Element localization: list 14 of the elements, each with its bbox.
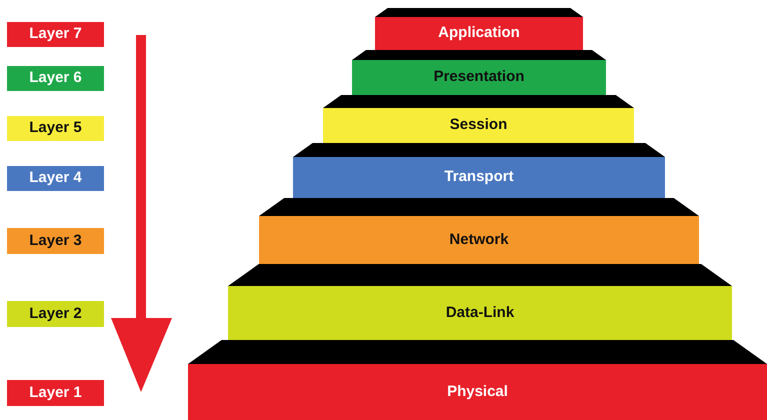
layer-step: Network	[259, 216, 699, 264]
layer-number-label: Layer 1	[7, 380, 104, 406]
layer-step: Presentation	[352, 60, 606, 95]
layer-number-label: Layer 3	[7, 228, 104, 254]
layer-step: Physical	[188, 364, 767, 420]
layer-step: Transport	[293, 157, 665, 198]
layer-step: Application	[375, 17, 583, 50]
layer-number-label: Layer 5	[7, 116, 104, 141]
layer-number-label: Layer 4	[7, 166, 104, 191]
layer-number-label: Layer 6	[7, 66, 104, 91]
layer-step: Session	[323, 108, 634, 143]
layer-number-label: Layer 7	[7, 22, 104, 47]
layer-number-label: Layer 2	[7, 301, 104, 327]
layer-step: Data-Link	[228, 286, 732, 340]
